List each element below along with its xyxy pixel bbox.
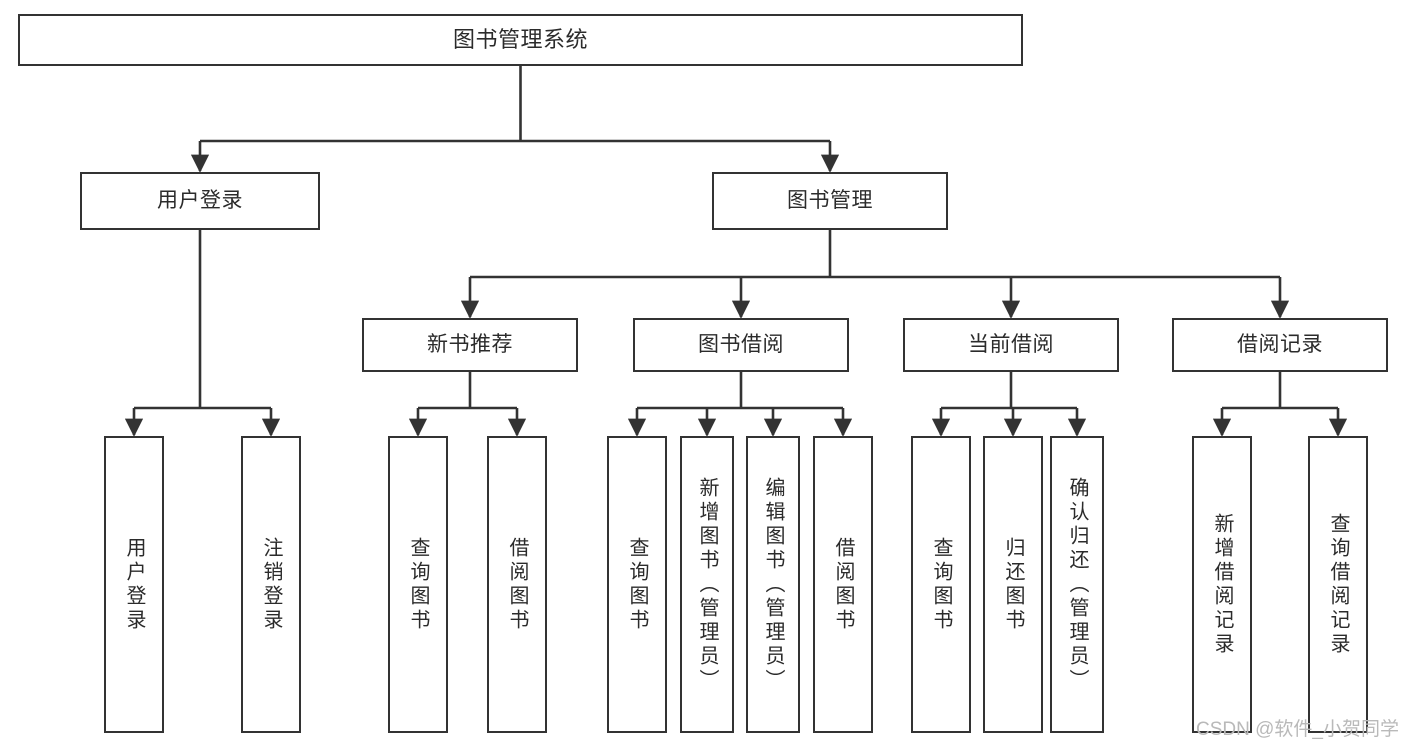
node-leaf-9[interactable]: 查询图书 — [911, 436, 971, 733]
node-label: 当前借阅 — [968, 332, 1054, 356]
connector-lines — [124, 66, 1348, 437]
node-leaf-2[interactable]: 注销登录 — [241, 436, 301, 733]
node-label: 用户登录 — [157, 188, 243, 212]
node-leaf-1[interactable]: 用户登录 — [104, 436, 164, 733]
node-label: 注销登录 — [260, 536, 282, 633]
node-label: 查询图书 — [407, 536, 429, 633]
node-leaf-5[interactable]: 查询图书 — [607, 436, 667, 733]
node-user-login[interactable]: 用户登录 — [80, 172, 320, 230]
node-label: 借阅图书 — [832, 536, 854, 633]
node-leaf-12[interactable]: 新增借阅记录 — [1192, 436, 1252, 733]
node-label: 新增借阅记录 — [1211, 512, 1233, 657]
node-label: 新书推荐 — [427, 332, 513, 356]
node-label: 新增图书（管理员） — [696, 476, 718, 693]
node-leaf-4[interactable]: 借阅图书 — [487, 436, 547, 733]
node-leaf-10[interactable]: 归还图书 — [983, 436, 1043, 733]
node-label: 图书借阅 — [698, 332, 784, 356]
node-label: 图书管理系统 — [452, 27, 588, 53]
csdn-watermark: CSDN @软件_小贺同学 — [1196, 719, 1399, 740]
node-label: 查询图书 — [930, 536, 952, 633]
node-label: 借阅记录 — [1237, 332, 1323, 356]
node-new-book-rec[interactable]: 新书推荐 — [362, 318, 578, 372]
node-label: 查询借阅记录 — [1327, 512, 1349, 657]
node-book-borrow[interactable]: 图书借阅 — [633, 318, 849, 372]
node-leaf-8[interactable]: 借阅图书 — [813, 436, 873, 733]
node-label: 借阅图书 — [506, 536, 528, 633]
node-book-manage[interactable]: 图书管理 — [712, 172, 948, 230]
node-label: 归还图书 — [1002, 536, 1024, 633]
node-leaf-11[interactable]: 确认归还（管理员） — [1050, 436, 1104, 733]
node-leaf-7[interactable]: 编辑图书（管理员） — [746, 436, 800, 733]
node-loan-record[interactable]: 借阅记录 — [1172, 318, 1388, 372]
node-label: 用户登录 — [123, 536, 145, 633]
node-root[interactable]: 图书管理系统 — [18, 14, 1023, 66]
node-leaf-6[interactable]: 新增图书（管理员） — [680, 436, 734, 733]
node-label: 查询图书 — [626, 536, 648, 633]
node-label: 确认归还（管理员） — [1066, 476, 1088, 693]
node-label: 编辑图书（管理员） — [762, 476, 784, 693]
node-current-loan[interactable]: 当前借阅 — [903, 318, 1119, 372]
node-leaf-13[interactable]: 查询借阅记录 — [1308, 436, 1368, 733]
node-leaf-3[interactable]: 查询图书 — [388, 436, 448, 733]
node-label: 图书管理 — [787, 188, 873, 212]
